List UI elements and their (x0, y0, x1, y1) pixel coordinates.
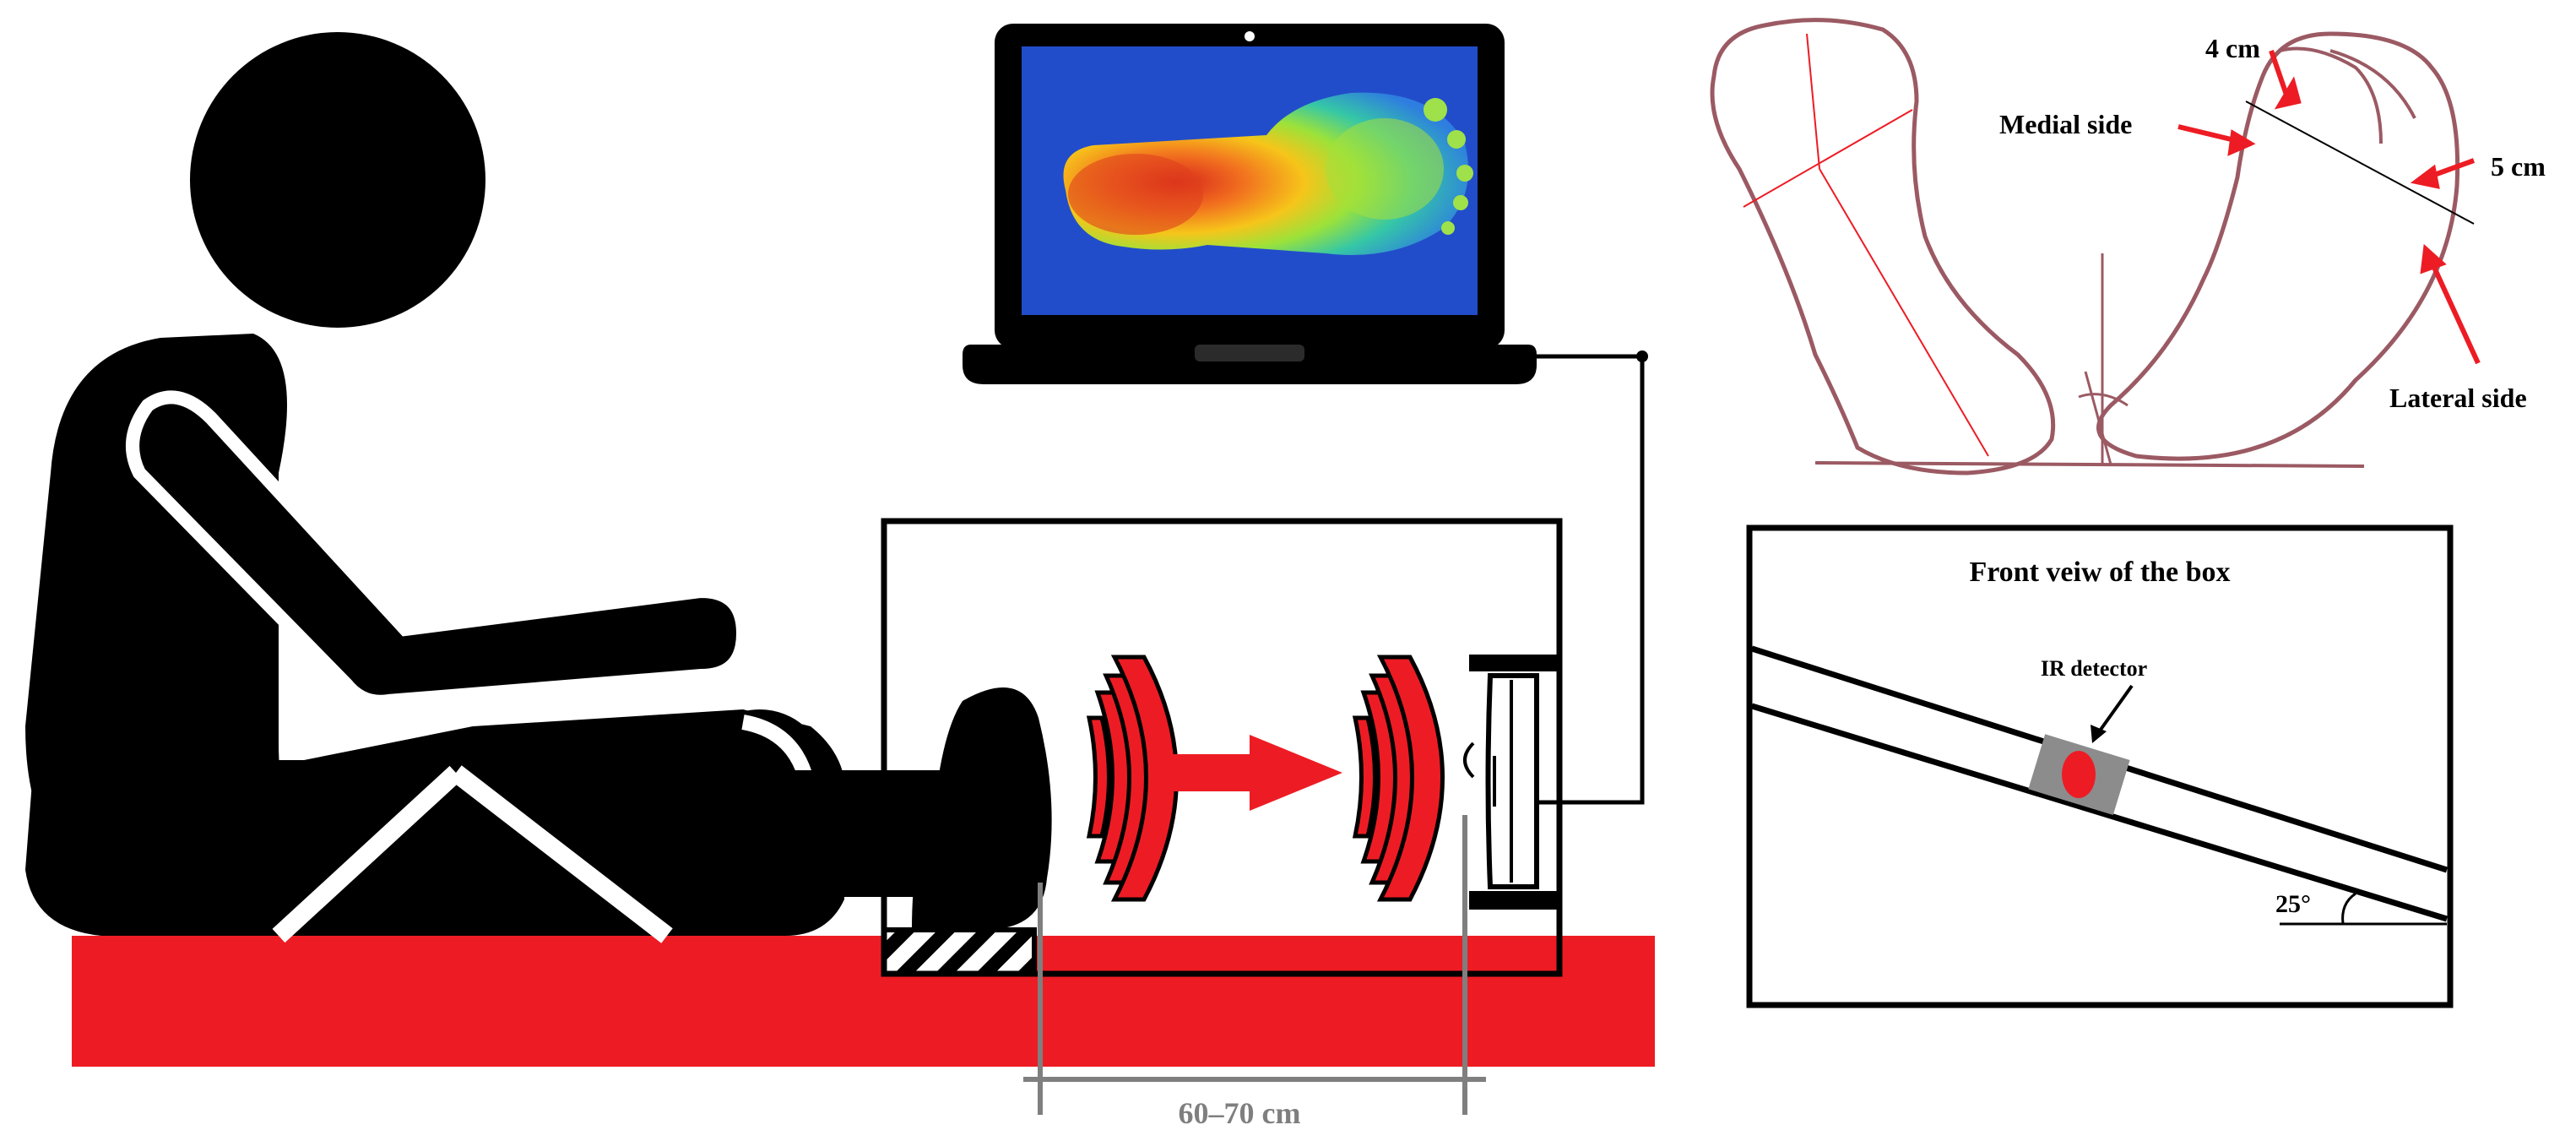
measure-4cm-label: 4 cm (2205, 33, 2260, 63)
infrared-wave-icon (1086, 655, 1179, 902)
heel-support (881, 927, 1037, 976)
measurement-box (881, 518, 1563, 977)
measure-5cm-label: 5 cm (2491, 151, 2546, 182)
infrared-wave-icon (1352, 655, 1445, 902)
foot-sketch (1710, 18, 2475, 475)
lateral-side-label: Lateral side (2389, 383, 2527, 413)
floor-mat (72, 936, 1655, 1067)
ir-detector-pointer (2091, 684, 2134, 743)
front-view-title: Front veiw of the box (1969, 557, 2230, 588)
medial-side-label: Medial side (1999, 109, 2132, 139)
ir-detector-label: IR detector (2041, 656, 2147, 681)
seated-person-icon (25, 32, 1052, 943)
distance-indicator (1023, 815, 1486, 1115)
angle-arc (2341, 892, 2356, 925)
thermal-foot-image (1022, 46, 1478, 315)
ir-camera-icon (1463, 655, 1562, 910)
connection-cable (1520, 354, 1645, 805)
angle-label: 25° (2275, 890, 2311, 918)
distance-label: 60–70 cm (1179, 1096, 1301, 1130)
ir-detector-lens (2062, 751, 2096, 798)
sketch-arrows (2177, 50, 2481, 365)
radiation-arrow (1167, 735, 1342, 811)
